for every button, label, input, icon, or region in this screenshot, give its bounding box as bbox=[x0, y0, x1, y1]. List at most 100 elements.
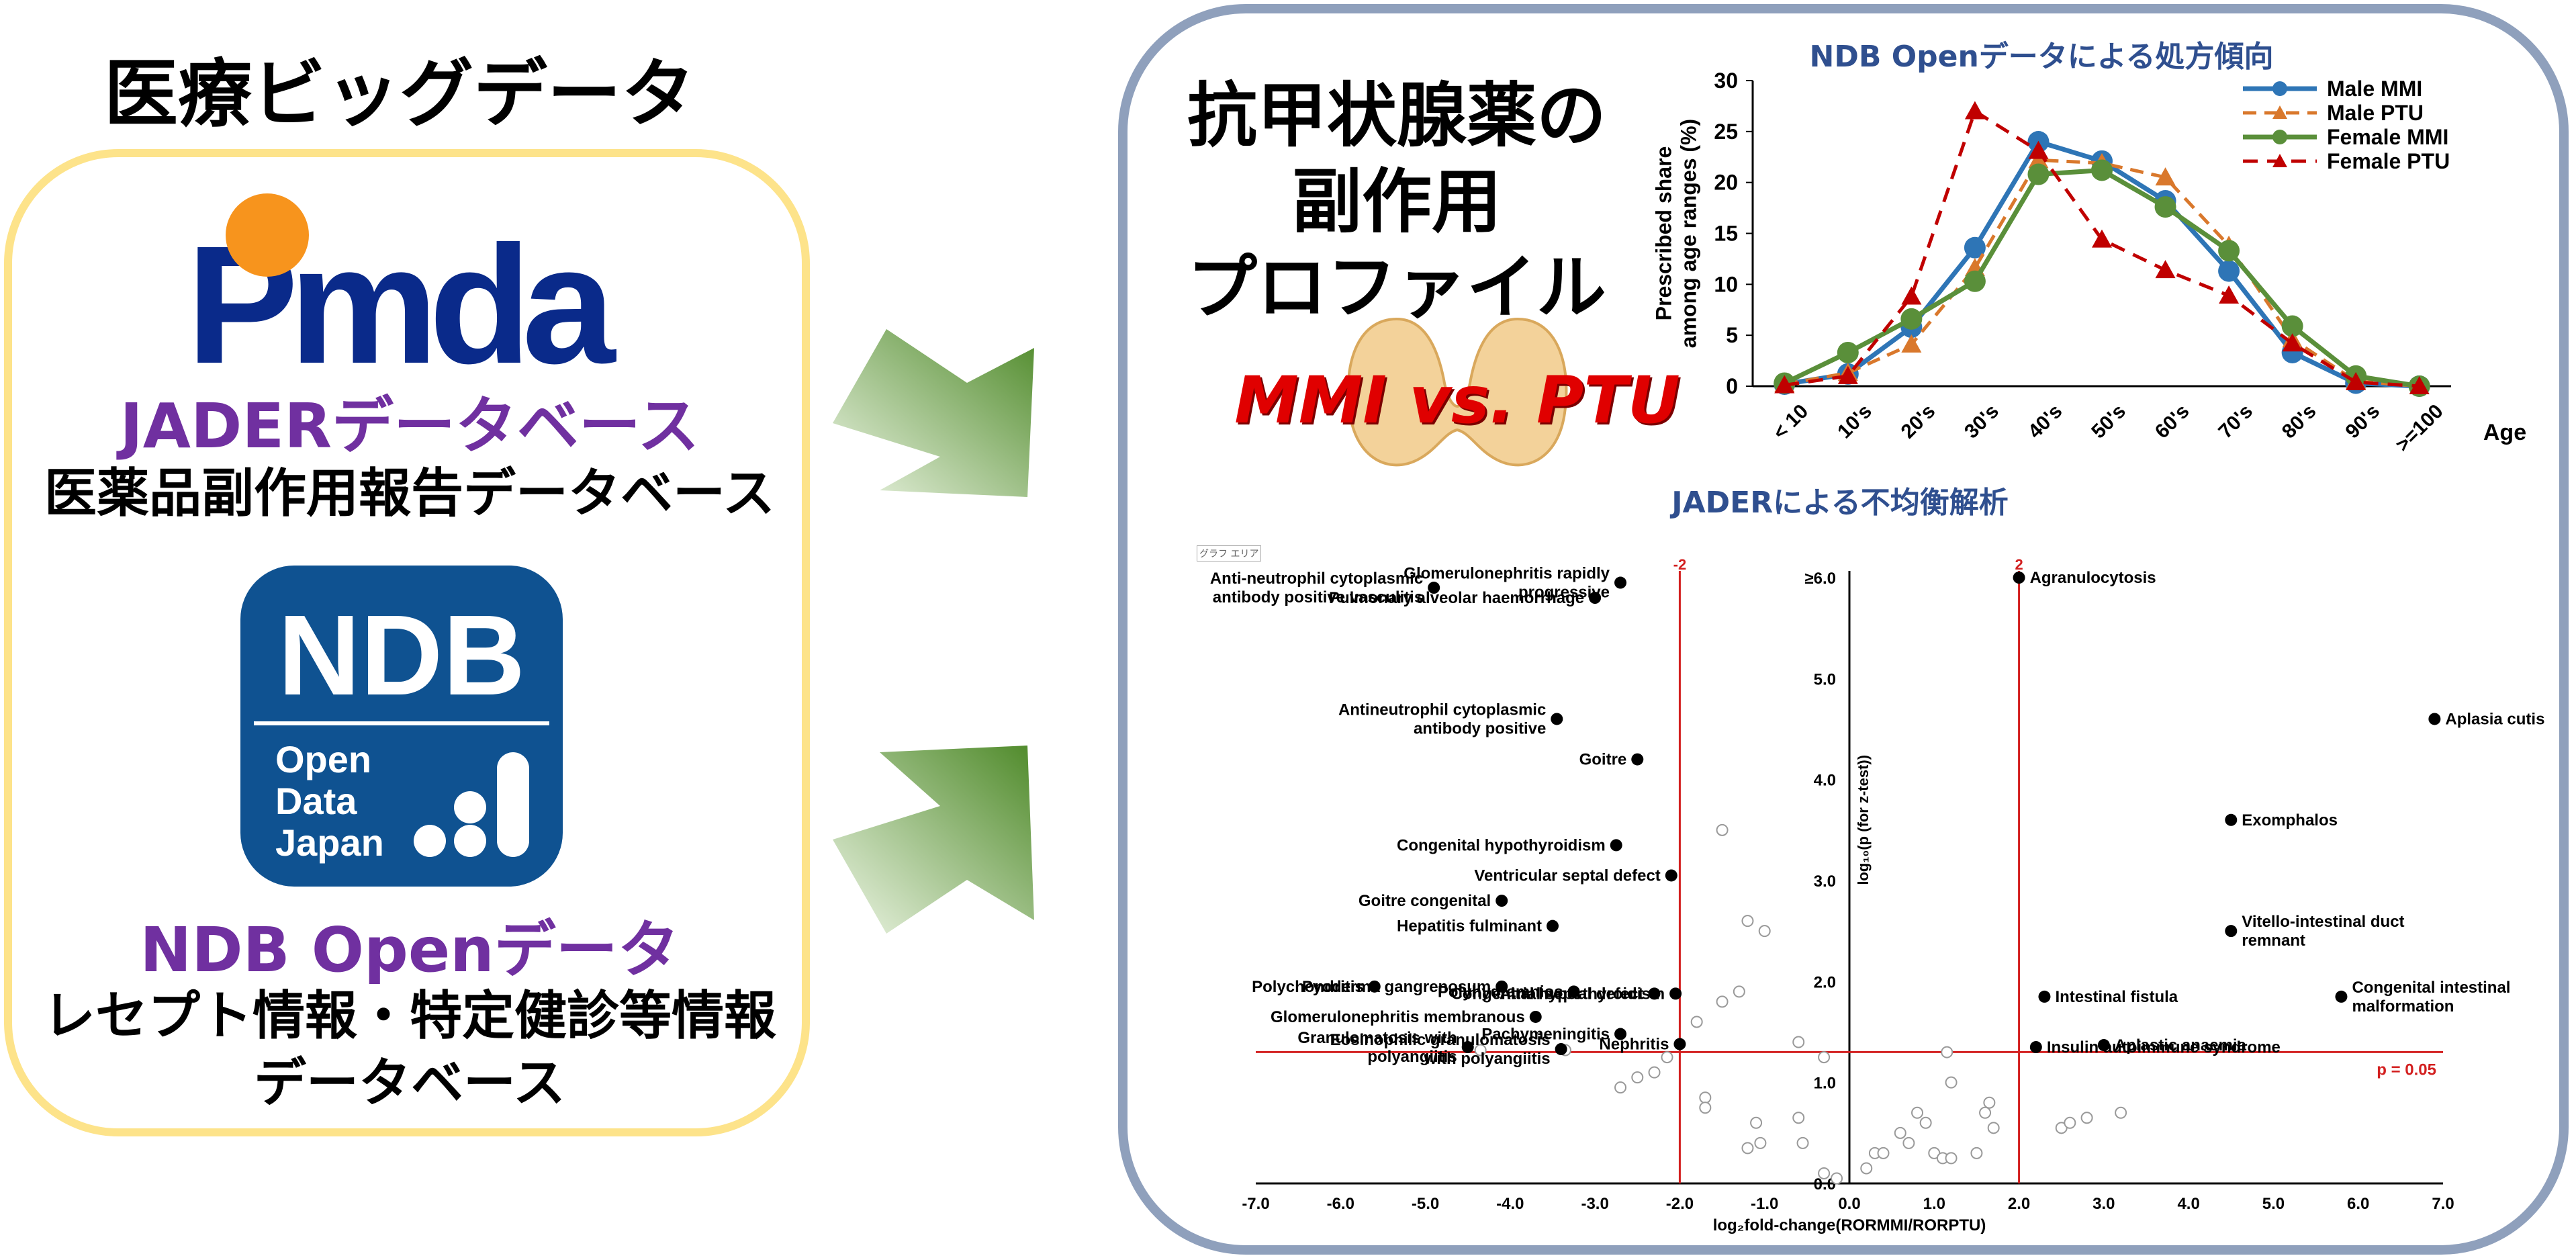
line-chart-series-line bbox=[1784, 158, 2420, 388]
legend-marker bbox=[2272, 105, 2287, 119]
volcano-point-significant bbox=[1631, 753, 1644, 766]
line-chart-x-tick-label: 30's bbox=[1960, 400, 2003, 443]
volcano-y-label: log₁₀(p (for z-test)) bbox=[1855, 755, 1872, 885]
volcano-point-open bbox=[1741, 915, 1754, 928]
line-chart-y-tick-label: 15 bbox=[1714, 222, 1738, 246]
results-panel bbox=[1118, 4, 2569, 1255]
volcano-point-significant bbox=[2013, 572, 2025, 584]
volcano-x-label: log₂fold-change(RORMMI/RORPTU) bbox=[1713, 1216, 1986, 1234]
volcano-point-open bbox=[1792, 1036, 1805, 1048]
volcano-point-significant bbox=[2097, 1039, 2110, 1052]
volcano-x-tick-label: 0.0 bbox=[1838, 1195, 1860, 1213]
thyroid-gland-icon bbox=[1346, 317, 1568, 467]
volcano-point-label: Polychondritis bbox=[1252, 978, 1364, 996]
volcano-point-open bbox=[1754, 1136, 1767, 1149]
volcano-point-open bbox=[1902, 1136, 1915, 1149]
line-chart-point bbox=[2028, 150, 2049, 169]
arrows bbox=[833, 329, 1034, 934]
pmda-orange-dot bbox=[226, 193, 309, 277]
volcano-point-label: Congenital hypothyroidism bbox=[1397, 836, 1606, 854]
volcano-point-significant bbox=[1614, 576, 1627, 589]
volcano-x-tick-label: 5.0 bbox=[2262, 1195, 2285, 1213]
volcano-point-open bbox=[1741, 1142, 1754, 1155]
volcano-point-label: Congenital hyperthyroidism bbox=[1451, 985, 1665, 1003]
ndb-logo-sub: Open Data Japan bbox=[275, 739, 384, 864]
ndb-logo-text: NDB bbox=[277, 592, 526, 719]
volcano-point-significant bbox=[1529, 1010, 1542, 1023]
line-chart-point bbox=[1837, 341, 1859, 363]
line-chart-y-tick-label: 25 bbox=[1714, 120, 1738, 144]
volcano-y-tick-label: 3.0 bbox=[1814, 872, 1836, 891]
line-chart-point bbox=[2154, 196, 2176, 218]
volcano-point-open bbox=[1614, 1081, 1627, 1094]
volcano-point-open bbox=[2064, 1116, 2076, 1129]
profile-title: 抗甲状腺薬の 副作用 プロファイル bbox=[1155, 73, 1639, 330]
line-chart-point bbox=[2218, 240, 2240, 262]
line-chart-series-line bbox=[1783, 167, 2420, 389]
volcano-point-open bbox=[1818, 1167, 1831, 1179]
volcano-point-open bbox=[2115, 1106, 2127, 1119]
volcano-point-significant bbox=[2428, 713, 2441, 725]
volcano-x-tick-label: -2.0 bbox=[1666, 1195, 1694, 1213]
volcano-point-open bbox=[1690, 1016, 1703, 1028]
ndb-subtitle-line2: データベース bbox=[253, 1053, 566, 1114]
volcano-point-label: Nephritis bbox=[1599, 1036, 1669, 1054]
volcano-x-tick-label: -1.0 bbox=[1751, 1195, 1778, 1213]
volcano-point-significant bbox=[1551, 713, 1563, 725]
volcano-point-significant bbox=[1610, 839, 1622, 852]
volcano-x-tick-label: -5.0 bbox=[1412, 1195, 1439, 1213]
volcano-point-open bbox=[1983, 1096, 1996, 1109]
volcano-point-label: Glomerulonephritis membranous bbox=[1271, 1008, 1525, 1026]
line-chart-y-tick-label: 10 bbox=[1714, 272, 1738, 296]
line-chart-point bbox=[2091, 159, 2113, 181]
volcano-point-open bbox=[1716, 823, 1729, 836]
volcano-point-label: Pachymeningitis bbox=[1481, 1026, 1610, 1044]
volcano-point-open bbox=[1631, 1071, 1644, 1084]
ndb-logo-divider bbox=[254, 721, 549, 725]
volcano-x-tick-label: 7.0 bbox=[2432, 1195, 2454, 1213]
volcano-point-significant bbox=[1673, 1038, 1686, 1050]
volcano-x-tick-label: 4.0 bbox=[2177, 1195, 2199, 1213]
line-chart-point bbox=[2218, 260, 2240, 282]
volcano-point-label: Atrial septal defect bbox=[1500, 985, 1644, 1003]
volcano-point-open bbox=[1758, 925, 1771, 938]
legend-label: Male MMI bbox=[2327, 77, 2422, 101]
line-chart-y-tick-label: 0 bbox=[1726, 374, 1738, 398]
volcano-point-open bbox=[1860, 1162, 1873, 1175]
volcano-x-tick-label: -6.0 bbox=[1327, 1195, 1354, 1213]
line-chart-point bbox=[2092, 229, 2112, 248]
line-chart-point bbox=[2027, 163, 2050, 185]
threshold-label-p: p = 0.05 bbox=[2377, 1061, 2436, 1079]
volcano-point-significant bbox=[1614, 1028, 1627, 1040]
line-chart-point bbox=[1900, 308, 1923, 330]
legend-marker bbox=[2272, 154, 2287, 167]
volcano-point-open bbox=[1750, 1116, 1763, 1129]
line-chart-point bbox=[1774, 375, 1795, 394]
volcano-plot-title: JADERによる不均衡解析 bbox=[1671, 486, 2009, 520]
volcano-point-significant bbox=[1461, 1041, 1474, 1054]
volcano-y-tick-label: ≥6.0 bbox=[1804, 570, 1836, 588]
volcano-point-open bbox=[2080, 1112, 2093, 1124]
volcano-x-tick-label: 6.0 bbox=[2347, 1195, 2369, 1213]
line-chart-point bbox=[2028, 140, 2049, 159]
volcano-point-open bbox=[1796, 1136, 1809, 1149]
volcano-x-tick-label: 1.0 bbox=[1923, 1195, 1945, 1213]
line-chart-x-tick-label: 20's bbox=[1897, 400, 1940, 443]
volcano-point-label: Pyoderma gangrenosum bbox=[1302, 978, 1491, 996]
volcano-point-open bbox=[1894, 1126, 1906, 1139]
drugs-label: MMI vs. PTU bbox=[1234, 363, 1680, 438]
volcano-point-label: Intestinal fistula bbox=[2055, 988, 2178, 1006]
main-title: 医療ビッグデータ bbox=[104, 51, 695, 137]
line-chart-point bbox=[1901, 334, 1922, 353]
graph-area-label: グラフ エリア bbox=[1197, 545, 1262, 561]
line-chart-point bbox=[1901, 286, 1922, 305]
jader-subtitle: 医薬品副作用報告データベース bbox=[44, 463, 776, 524]
line-chart-x-tick-label: < 10 bbox=[1769, 400, 1812, 444]
line-chart-y-label: Prescribed shareamong age ranges (%) bbox=[1652, 119, 1701, 348]
volcano-point-open bbox=[1941, 1046, 1953, 1059]
line-chart-point bbox=[1964, 101, 1985, 120]
